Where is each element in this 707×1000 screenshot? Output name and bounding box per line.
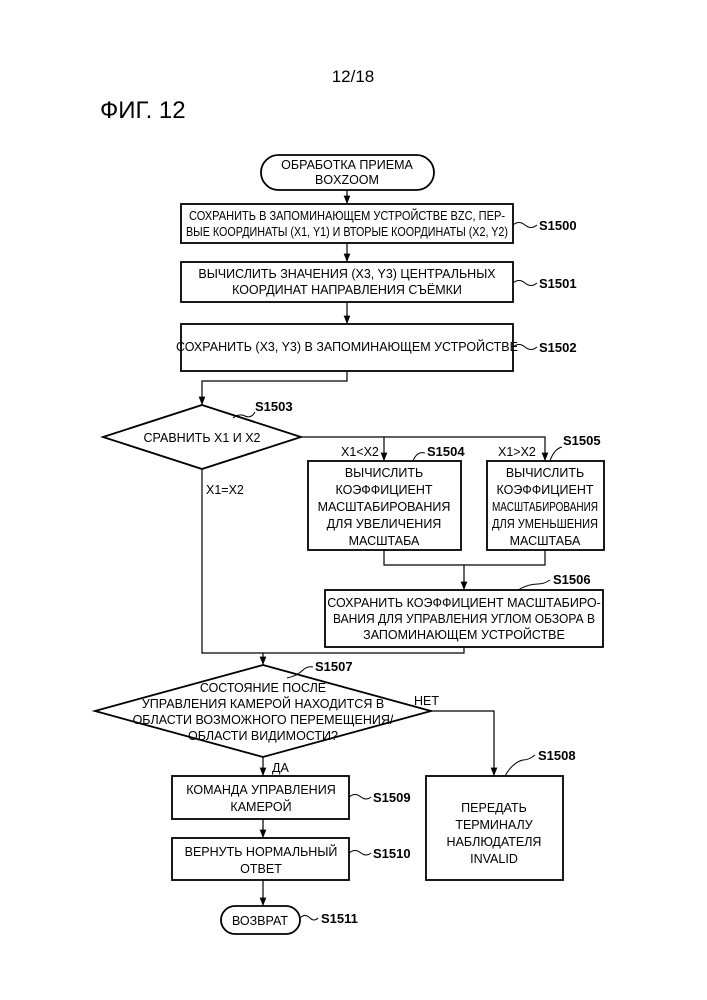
s1507-line-2: УПРАВЛЕНИЯ КАМЕРОЙ НАХОДИТСЯ В (142, 696, 384, 711)
s1504-line-5: МАСШТАБА (349, 534, 420, 548)
step-s1505-box: ВЫЧИСЛИТЬ КОЭФФИЦИЕНТ МАСШТАБИРОВАНИЯ ДЛЯ У… (487, 461, 604, 550)
step-s1510-box: ВЕРНУТЬ НОРМАЛЬНЫЙ ОТВЕТ (172, 838, 349, 880)
s1507-line-4: ОБЛАСТИ ВИДИМОСТИ? (188, 729, 338, 743)
label-s1501: S1501 (539, 276, 577, 291)
svg-text:СОХРАНИТЬ (X3, Y3) В ЗАПОМИНАЮ: СОХРАНИТЬ (X3, Y3) В ЗАПОМИНАЮЩЕМ УСТРОЙ… (176, 339, 518, 354)
label-s1503: S1503 (255, 399, 293, 414)
s1505-line-4: ДЛЯ УМЕНЬШЕНИЯ (492, 517, 598, 531)
s1500-line-2: ВЫЕ КООРДИНАТЫ (X1, Y1) И ВТОРЫЕ КООРДИН… (186, 225, 508, 239)
leader-s1510 (349, 851, 371, 856)
leader-s1506 (518, 580, 550, 590)
edge-label-equal: X1=X2 (206, 483, 244, 497)
label-s1511: S1511 (321, 911, 358, 926)
label-s1506: S1506 (553, 572, 591, 587)
s1506-line-3: ЗАПОМИНАЮЩЕМ УСТРОЙСТВЕ (363, 627, 565, 642)
s1509-line-2: КАМЕРОЙ (230, 799, 291, 814)
svg-text:СОХРАНИТЬ КОЭФФИЦИЕНТ МАСШТАБИ: СОХРАНИТЬ КОЭФФИЦИЕНТ МАСШТАБИРО- ВАНИЯ Д… (327, 596, 601, 642)
line-s1504-s1505-merge (384, 550, 545, 565)
s1503-line-1: СРАВНИТЬ X1 И X2 (143, 431, 260, 445)
s1506-line-1: СОХРАНИТЬ КОЭФФИЦИЕНТ МАСШТАБИРО- (327, 596, 601, 610)
label-s1504: S1504 (427, 444, 465, 459)
label-s1500: S1500 (539, 218, 577, 233)
start-terminal: ОБРАБОТКА ПРИЕМАBOXZOOM (261, 155, 434, 190)
label-s1505: S1505 (563, 433, 601, 448)
decision-s1507: СОСТОЯНИЕ ПОСЛЕУПРАВЛЕНИЯ КАМЕРОЙ НАХОДИ… (95, 665, 431, 757)
s1502-line-1: СОХРАНИТЬ (X3, Y3) В ЗАПОМИНАЮЩЕМ УСТРОЙ… (176, 339, 518, 354)
step-s1508-box: ПЕРЕДАТЬ ТЕРМИНАЛУ НАБЛЮДАТЕЛЯ INVALID (426, 776, 563, 880)
s1501-line-1: ВЫЧИСЛИТЬ ЗНАЧЕНИЯ (X3, Y3) ЦЕНТРАЛЬНЫХ (198, 267, 496, 281)
svg-text:СРАВНИТЬ X1 И X2: СРАВНИТЬ X1 И X2 (143, 431, 260, 445)
s1510-line-2: ОТВЕТ (240, 862, 282, 876)
leader-s1509 (349, 795, 371, 800)
s1500-line-1: СОХРАНИТЬ В ЗАПОМИНАЮЩЕМ УСТРОЙСТВЕ BZC,… (189, 208, 505, 223)
arrow-s1506-to-join (263, 647, 464, 665)
s1508-line-4: INVALID (470, 852, 518, 866)
s1508-line-1: ПЕРЕДАТЬ (461, 801, 527, 815)
step-s1504-box: ВЫЧИСЛИТЬ КОЭФФИЦИЕНТ МАСШТАБИРОВАНИЯ ДЛЯ У… (308, 461, 461, 550)
s1508-line-2: ТЕРМИНАЛУ (455, 818, 532, 832)
figure-title: ФИГ. 12 (100, 97, 186, 124)
step-s1502-box: СОХРАНИТЬ (X3, Y3) В ЗАПОМИНАЮЩЕМ УСТРОЙ… (176, 324, 518, 371)
s1509-line-1: КОМАНДА УПРАВЛЕНИЯ (186, 783, 335, 797)
s1504-line-1: ВЫЧИСЛИТЬ (345, 466, 423, 480)
leader-s1500 (513, 223, 537, 228)
label-s1502: S1502 (539, 340, 577, 355)
s1507-line-1: СОСТОЯНИЕ ПОСЛЕ (200, 681, 326, 695)
edge-label-no: НЕТ (414, 694, 439, 708)
step-s1501-box: ВЫЧИСЛИТЬ ЗНАЧЕНИЯ (X3, Y3) ЦЕНТРАЛЬНЫХ К… (181, 262, 513, 302)
leader-s1511 (300, 916, 318, 921)
return-terminal: ВОЗВРАТ (221, 906, 300, 934)
start-line-1: ОБРАБОТКА ПРИЕМА (281, 158, 413, 172)
leader-s1501 (513, 281, 537, 286)
s1504-line-4: ДЛЯ УВЕЛИЧЕНИЯ (327, 517, 442, 531)
s1505-line-2: КОЭФФИЦИЕНТ (496, 483, 593, 497)
edge-label-greater: X1>X2 (498, 445, 536, 459)
s1510-line-1: ВЕРНУТЬ НОРМАЛЬНЫЙ (185, 844, 338, 859)
s1506-line-2: ВАНИЯ ДЛЯ УПРАВЛЕНИЯ УГЛОМ ОБЗОРА В (333, 612, 595, 626)
s1507-line-3: ОБЛАСТИ ВОЗМОЖНОГО ПЕРЕМЕЩЕНИЯ/ (133, 713, 394, 727)
step-s1500-box: СОХРАНИТЬ В ЗАПОМИНАЮЩЕМ УСТРОЙСТВЕ BZC,… (181, 204, 513, 243)
s1511-line-1: ВОЗВРАТ (232, 914, 288, 928)
leader-s1508 (505, 755, 535, 776)
edge-label-less: X1<X2 (341, 445, 379, 459)
label-s1510: S1510 (373, 846, 411, 861)
arrow-no-to-s1508 (431, 711, 494, 776)
s1504-line-2: КОЭФФИЦИЕНТ (335, 483, 432, 497)
s1505-line-5: МАСШТАБА (510, 534, 581, 548)
label-s1508: S1508 (538, 748, 576, 763)
leader-s1505 (550, 447, 562, 461)
step-s1509-box: КОМАНДА УПРАВЛЕНИЯ КАМЕРОЙ (172, 776, 349, 819)
s1504-line-3: МАСШТАБИРОВАНИЯ (318, 500, 451, 514)
s1505-line-1: ВЫЧИСЛИТЬ (506, 466, 584, 480)
s1501-line-2: КООРДИНАТ НАПРАВЛЕНИЯ СЪЁМКИ (232, 283, 462, 297)
label-s1509: S1509 (373, 790, 411, 805)
edge-label-yes: ДА (272, 761, 289, 775)
leader-s1504 (413, 453, 425, 461)
label-s1507: S1507 (315, 659, 353, 674)
s1505-line-3: МАСШТАБИРОВАНИЯ (492, 500, 598, 514)
decision-s1503: СРАВНИТЬ X1 И X2 (103, 405, 301, 469)
page-number: 12/18 (332, 67, 375, 86)
s1508-line-3: НАБЛЮДАТЕЛЯ (447, 835, 542, 849)
step-s1506-box: СОХРАНИТЬ КОЭФФИЦИЕНТ МАСШТАБИРО- ВАНИЯ Д… (325, 590, 603, 647)
start-line-2: BOXZOOM (315, 173, 379, 187)
svg-text:ВОЗВРАТ: ВОЗВРАТ (232, 914, 288, 928)
